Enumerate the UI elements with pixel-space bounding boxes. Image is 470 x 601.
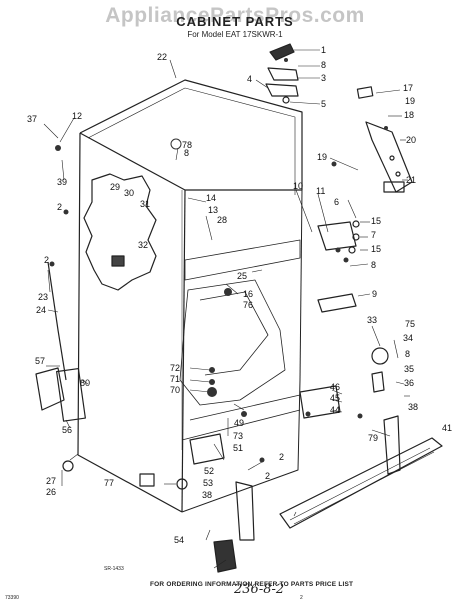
part-label-5: 5 (321, 99, 327, 109)
part-label-75: 75 (405, 319, 416, 329)
center-hinge (317, 220, 360, 254)
page-code: 73390 (5, 595, 19, 601)
part-label-10: 10 (293, 181, 304, 191)
part-label-24: 24 (36, 305, 47, 315)
part-label-13: 13 (208, 205, 219, 215)
part-label-32: 32 (138, 240, 149, 250)
part-label-36: 36 (404, 378, 415, 388)
part-label-3: 3 (321, 73, 327, 83)
part-label-72: 72 (170, 363, 181, 373)
part-label-23: 23 (38, 292, 49, 302)
part-label-8d: 8 (184, 148, 190, 158)
part-label-70: 70 (170, 385, 181, 395)
bottom-parts (62, 433, 255, 573)
part-label-77: 77 (104, 478, 115, 488)
part-label-8b: 8 (371, 260, 377, 270)
part-label-2b: 2 (44, 255, 50, 265)
part-label-20: 20 (406, 135, 417, 145)
part-label-78: 78 (182, 140, 193, 150)
part-label-53: 53 (203, 478, 214, 488)
part-label-1: 1 (321, 45, 327, 55)
part-label-51: 51 (233, 443, 244, 453)
drawing-code: SR-1433 (104, 566, 124, 572)
handwritten-note: 236-8-2 (234, 582, 285, 597)
part-label-35: 35 (404, 364, 415, 374)
part-label-26: 26 (46, 487, 57, 497)
part-label-15b: 15 (371, 244, 382, 254)
part-label-52: 52 (204, 466, 215, 476)
part-label-73: 73 (233, 431, 244, 441)
page-mark: 2 (300, 595, 303, 601)
part-label-16: 16 (243, 289, 254, 299)
part-label-2c: 2 (279, 452, 285, 462)
part-label-17: 17 (403, 83, 414, 93)
part-label-18: 18 (404, 110, 415, 120)
leader-lines (43, 49, 410, 569)
part-label-45: 45 (330, 393, 341, 403)
top-hinge (265, 43, 299, 104)
part-label-27: 27 (46, 476, 57, 486)
screws (49, 58, 388, 463)
cabinet-shell (77, 79, 303, 513)
part-label-4: 4 (247, 74, 253, 84)
part-label-6: 6 (334, 197, 340, 207)
right-side-parts (299, 293, 401, 475)
part-label-30: 30 (124, 188, 135, 198)
watermark: AppliancePartsPros.com (105, 4, 365, 27)
base-grille (279, 437, 443, 529)
part-label-33: 33 (367, 315, 378, 325)
part-label-39: 39 (57, 177, 68, 187)
left-side-parts (35, 261, 86, 422)
part-label-76: 76 (243, 300, 254, 310)
ordering-note: FOR ORDERING INFORMATION REFER TO PARTS … (150, 581, 354, 588)
part-label-54: 54 (174, 535, 185, 545)
part-label-44: 44 (330, 405, 341, 415)
part-label-15a: 15 (371, 216, 382, 226)
part-label-28: 28 (217, 215, 228, 225)
part-label-14: 14 (206, 193, 217, 203)
part-label-57: 57 (35, 356, 46, 366)
part-label-9: 9 (372, 289, 378, 299)
part-label-29: 29 (110, 182, 121, 192)
part-label-38b: 38 (202, 490, 213, 500)
insulation-panel (83, 173, 157, 291)
part-label-80: 80 (80, 378, 91, 388)
part-label-19a: 19 (405, 96, 416, 106)
part-label-22: 22 (157, 52, 168, 62)
part-label-11: 11 (316, 186, 326, 196)
part-label-49: 49 (234, 418, 245, 428)
part-label-8a: 8 (321, 60, 327, 70)
part-label-37: 37 (27, 114, 38, 124)
part-label-2d: 2 (265, 471, 271, 481)
model-subtitle: For Model EAT 17SKWR-1 (187, 30, 283, 39)
part-label-56: 56 (62, 425, 73, 435)
part-label-38a: 38 (408, 402, 419, 412)
door-stop-bracket (356, 86, 413, 193)
part-label-19b: 19 (317, 152, 328, 162)
page-title: CABINET PARTS (176, 14, 294, 29)
part-label-8c: 8 (405, 349, 411, 359)
part-label-7: 7 (371, 230, 377, 240)
part-label-79: 79 (368, 433, 379, 443)
part-label-21: 21 (406, 175, 417, 185)
part-label-71: 71 (170, 374, 181, 384)
part-label-34: 34 (403, 333, 414, 343)
part-label-12: 12 (72, 111, 83, 121)
part-label-2a: 2 (57, 202, 63, 212)
part-label-41: 41 (442, 423, 453, 433)
part-label-25: 25 (237, 271, 248, 281)
part-label-46: 46 (330, 382, 341, 392)
liner-details (179, 239, 301, 441)
part-label-31: 31 (140, 199, 151, 209)
